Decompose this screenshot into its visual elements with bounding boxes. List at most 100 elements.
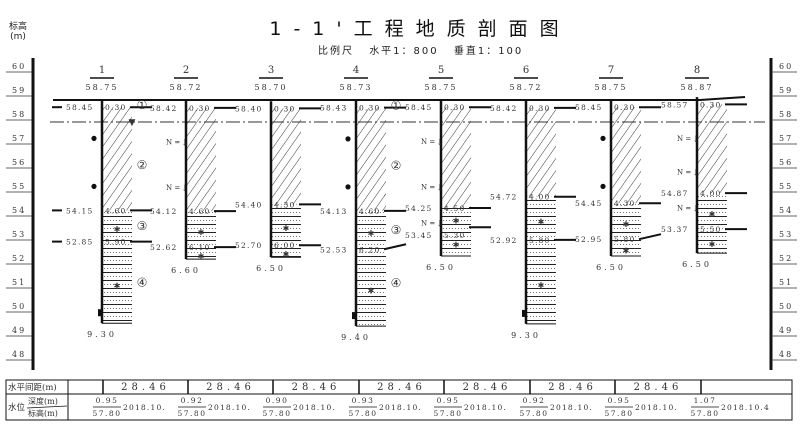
ground-surface-line (53, 96, 746, 101)
borehole-elevation: 58.72 (170, 83, 203, 92)
elevation-tick-label: 53 (12, 230, 26, 239)
layer-elevation-label: 54.13 (320, 207, 347, 216)
layer-depth-label: 0.30 (444, 103, 466, 112)
elevation-tick-label: 52 (12, 254, 26, 263)
layer-elevation-label: 54.87 (661, 189, 688, 198)
layer-elevation-label: 58.45 (575, 103, 602, 112)
water-elevation: 57.80 (349, 409, 378, 418)
borehole-elevation: 58.87 (681, 83, 714, 92)
elevation-tick-label: 53 (779, 230, 793, 239)
layer-clay (356, 107, 386, 211)
water-depth: 0.92 (523, 396, 546, 405)
layer-elevation-label: 54.15 (66, 206, 93, 215)
arrow-down-icon: ↓ (181, 184, 189, 194)
spacing-value: 28.46 (292, 382, 341, 393)
spacing-value: 28.46 (377, 382, 426, 393)
sample-icon: ✱ (623, 220, 630, 229)
water-date: 2018.10. (123, 403, 166, 412)
layer-clay (526, 107, 556, 197)
layer-elevation-label: 58.43 (320, 104, 347, 113)
borehole-number: 5 (438, 65, 444, 76)
borehole-elevation: 58.70 (255, 83, 288, 92)
layer-clay (186, 107, 216, 212)
sample-icon: ✱ (623, 247, 630, 256)
spacing-value: 28.46 (121, 382, 170, 393)
layer-clay (441, 107, 471, 208)
borehole-number: 8 (694, 65, 700, 76)
layer-elevation-label: 52.70 (235, 241, 262, 250)
sample-icon: ✱ (283, 224, 290, 233)
elevation-tick-label: 49 (779, 326, 793, 335)
elevation-tick-label: 48 (779, 350, 793, 359)
borehole-elevation: 58.72 (510, 83, 543, 92)
layer-depth-label: 6.00 (274, 241, 296, 250)
borehole-number: 4 (353, 65, 359, 76)
water-date: 2018.10. (464, 403, 507, 412)
sample-icon: ✱ (368, 229, 375, 238)
spt-n-label: N = (421, 219, 435, 227)
sample-dot-icon (345, 184, 351, 190)
water-row-label: 水位 (8, 402, 26, 413)
layer-elevation-label: 52.62 (150, 243, 177, 252)
borehole-number: 3 (268, 65, 274, 76)
sample-dot-icon (91, 135, 97, 141)
borehole-depth: 6.50 (596, 263, 626, 272)
water-elev-label: 标高(m) (28, 408, 58, 418)
water-depth-label: 深度(m) (28, 396, 58, 406)
spt-n-label: N = (421, 138, 435, 146)
layer-silt (186, 211, 216, 260)
borehole-depth: 9.30 (511, 331, 541, 340)
borehole-depth: 6.50 (426, 263, 456, 272)
layer-elevation-label: 52.53 (320, 245, 347, 254)
elevation-tick-label: 51 (12, 278, 26, 287)
sample-icon: ✱ (538, 281, 545, 290)
sample-icon: ✱ (709, 240, 716, 249)
elevation-tick-label: 60 (779, 62, 793, 71)
layer-clay (611, 107, 641, 204)
label-divider (26, 405, 68, 409)
page-title: 1-1'工程地质剖面图 (269, 18, 571, 40)
sample-icon: ✱ (198, 228, 205, 237)
layer-depth-label: 4.00 (529, 193, 551, 202)
layer-depth-label: 4.60 (189, 207, 211, 216)
axis-label: 标高(m) (8, 22, 27, 42)
spacing-value: 28.46 (206, 382, 255, 393)
layer-elevation-label: 52.85 (66, 238, 93, 247)
scale-horizontal: 水平1：800 (369, 46, 439, 57)
borehole-depth: 9.40 (341, 333, 371, 342)
scale-vertical: 垂直1：100 (453, 46, 524, 57)
water-date: 2018.10. (635, 403, 678, 412)
layer-elevation-label: 58.40 (235, 104, 262, 113)
layer-depth-label: 0.30 (105, 103, 127, 112)
elevation-tick-label: 48 (12, 350, 26, 359)
layer-elevation-label: 52.95 (575, 235, 602, 244)
water-elevation: 57.80 (434, 409, 463, 418)
borehole-elevation: 58.75 (86, 83, 119, 92)
sample-icon: ✱ (198, 252, 205, 261)
layer-silt (526, 196, 556, 324)
layer-boundary-mark (383, 243, 407, 251)
water-date: 2018.10. (550, 403, 593, 412)
borehole-number: 6 (523, 65, 529, 76)
elevation-tick-label: 50 (12, 302, 26, 311)
water-elevation: 57.80 (691, 409, 720, 418)
elevation-tick-label: 54 (779, 206, 793, 215)
arrow-down-icon: ↓ (436, 219, 444, 229)
layer-elevation-label: 54.40 (235, 200, 262, 209)
layer-elevation-label: 53.37 (661, 225, 688, 234)
layer-clay (271, 108, 301, 205)
borehole-number: 2 (183, 65, 189, 76)
layer-number-4: ④ (137, 275, 148, 289)
layer-depth-label: 0.30 (274, 104, 296, 113)
layer-silt (356, 210, 386, 327)
elevation-tick-label: 54 (12, 206, 26, 215)
water-depth: 0.92 (181, 396, 204, 405)
water-elevation: 57.80 (263, 409, 292, 418)
borehole-depth: 6.60 (171, 266, 201, 275)
elevation-tick-label: 55 (779, 182, 793, 191)
water-date: 2018.10. (379, 403, 422, 412)
sample-dot-icon (600, 135, 606, 141)
layer-number-1: ① (391, 98, 402, 112)
scale-label: 比例尺 (318, 46, 354, 57)
layer-number-1: ① (137, 98, 148, 112)
